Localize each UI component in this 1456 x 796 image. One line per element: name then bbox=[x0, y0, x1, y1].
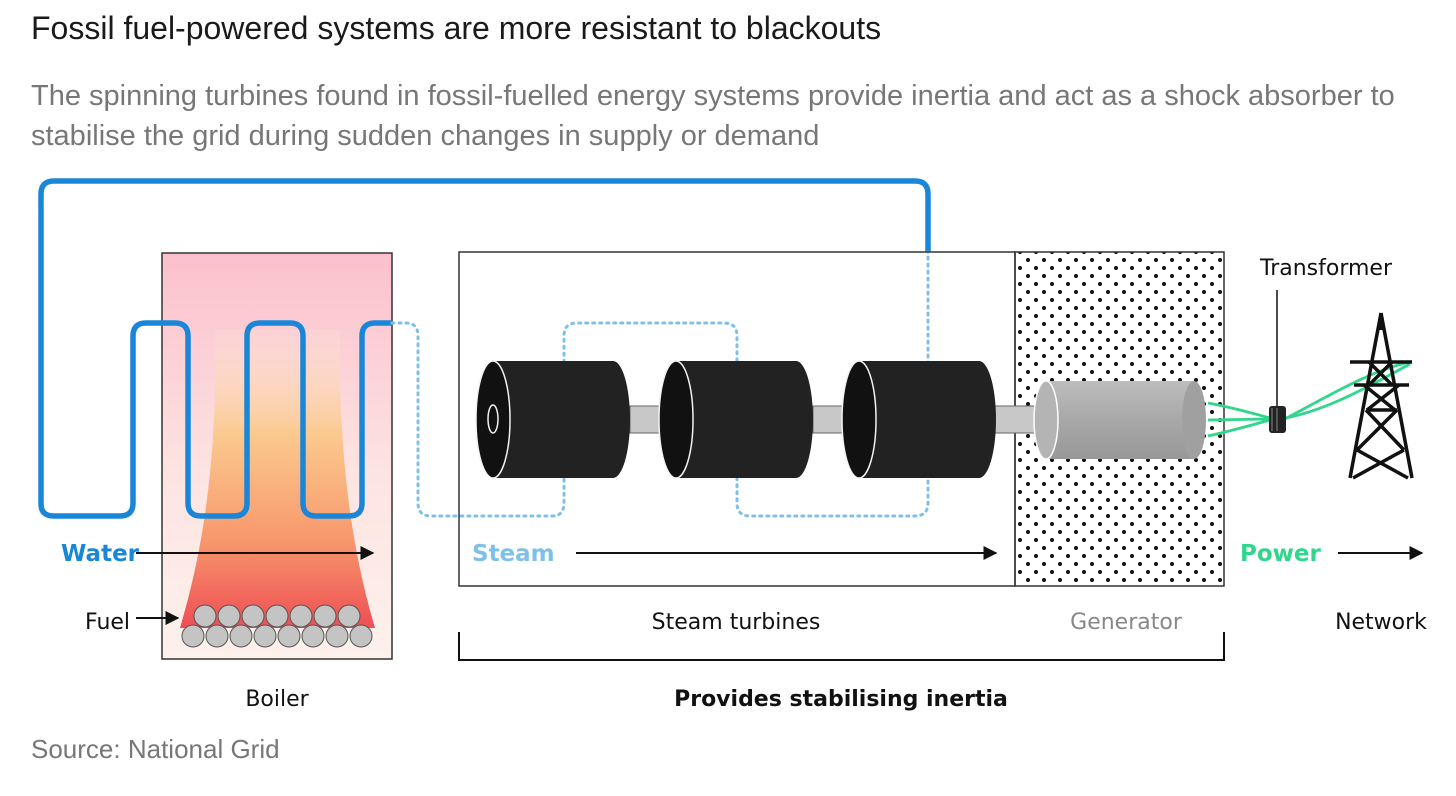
network-label: Network bbox=[1335, 610, 1427, 635]
boiler-label: Boiler bbox=[245, 687, 309, 712]
source-note: Source: National Grid bbox=[31, 734, 280, 764]
steam-label: Steam bbox=[472, 541, 555, 567]
generator-label: Generator bbox=[1070, 610, 1183, 635]
turbine-2 bbox=[658, 360, 813, 479]
inertia-label: Provides stabilising inertia bbox=[674, 687, 1008, 712]
diagram-title: Fossil fuel-powered systems are more res… bbox=[31, 10, 882, 46]
inertia-bracket bbox=[458, 632, 1225, 661]
water-label: Water bbox=[61, 541, 140, 567]
fuel-pile bbox=[181, 604, 373, 648]
boiler bbox=[161, 252, 393, 660]
fuel-label: Fuel bbox=[85, 610, 130, 635]
steam-turbines-label: Steam turbines bbox=[652, 610, 821, 635]
transformer-icon bbox=[1269, 290, 1286, 433]
generator-drum bbox=[1033, 380, 1206, 460]
diagram-subtitle: The spinning turbines found in fossil-fu… bbox=[31, 80, 1395, 152]
turbine-1 bbox=[475, 360, 630, 479]
water-pipe bbox=[38, 178, 931, 519]
transformer-label: Transformer bbox=[1259, 256, 1393, 281]
transmission-tower-icon bbox=[1348, 312, 1414, 480]
steam-pipe bbox=[390, 250, 930, 518]
turbine-3 bbox=[841, 360, 996, 479]
power-lines bbox=[1207, 360, 1411, 438]
power-label: Power bbox=[1240, 541, 1322, 567]
